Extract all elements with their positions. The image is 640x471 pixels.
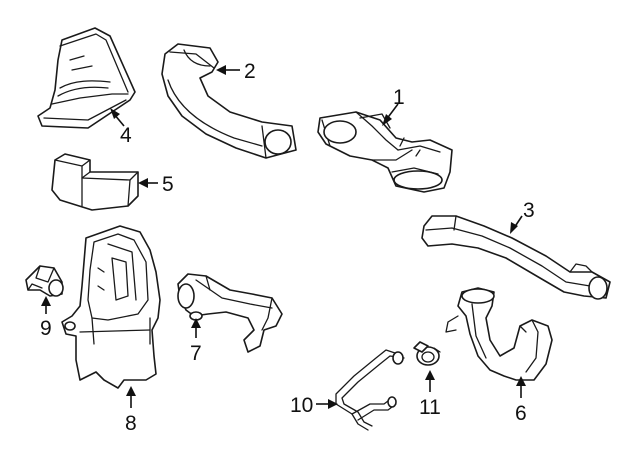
part-1-duct-assembly — [317, 111, 453, 193]
callout-8: 8 — [125, 412, 137, 435]
part-5-foam-block — [51, 153, 139, 211]
callout-9: 9 — [40, 317, 52, 340]
callout-labels: 1 2 3 4 5 6 7 8 9 10 11 — [40, 60, 535, 435]
callout-11: 11 — [419, 396, 441, 419]
callout-1: 1 — [393, 86, 405, 109]
callout-6: 6 — [515, 402, 527, 425]
part-7-bent-duct — [177, 273, 283, 353]
callout-10: 10 — [290, 394, 313, 417]
part-9-connector — [25, 265, 64, 297]
part-4-air-inlet-scoop — [37, 27, 136, 129]
part-3-long-duct — [421, 215, 611, 300]
part-11-hose-clamp — [413, 341, 441, 366]
callout-3: 3 — [523, 199, 535, 222]
callout-7: 7 — [190, 342, 202, 365]
part-8-air-box-housing — [61, 225, 161, 389]
callout-4: 4 — [120, 124, 132, 147]
part-2-curved-duct — [161, 43, 297, 159]
part-10-tube — [335, 349, 405, 431]
leader-lines — [41, 65, 526, 409]
part-6-upright-duct — [445, 287, 553, 381]
callout-5: 5 — [162, 173, 174, 196]
callout-2: 2 — [244, 60, 256, 83]
